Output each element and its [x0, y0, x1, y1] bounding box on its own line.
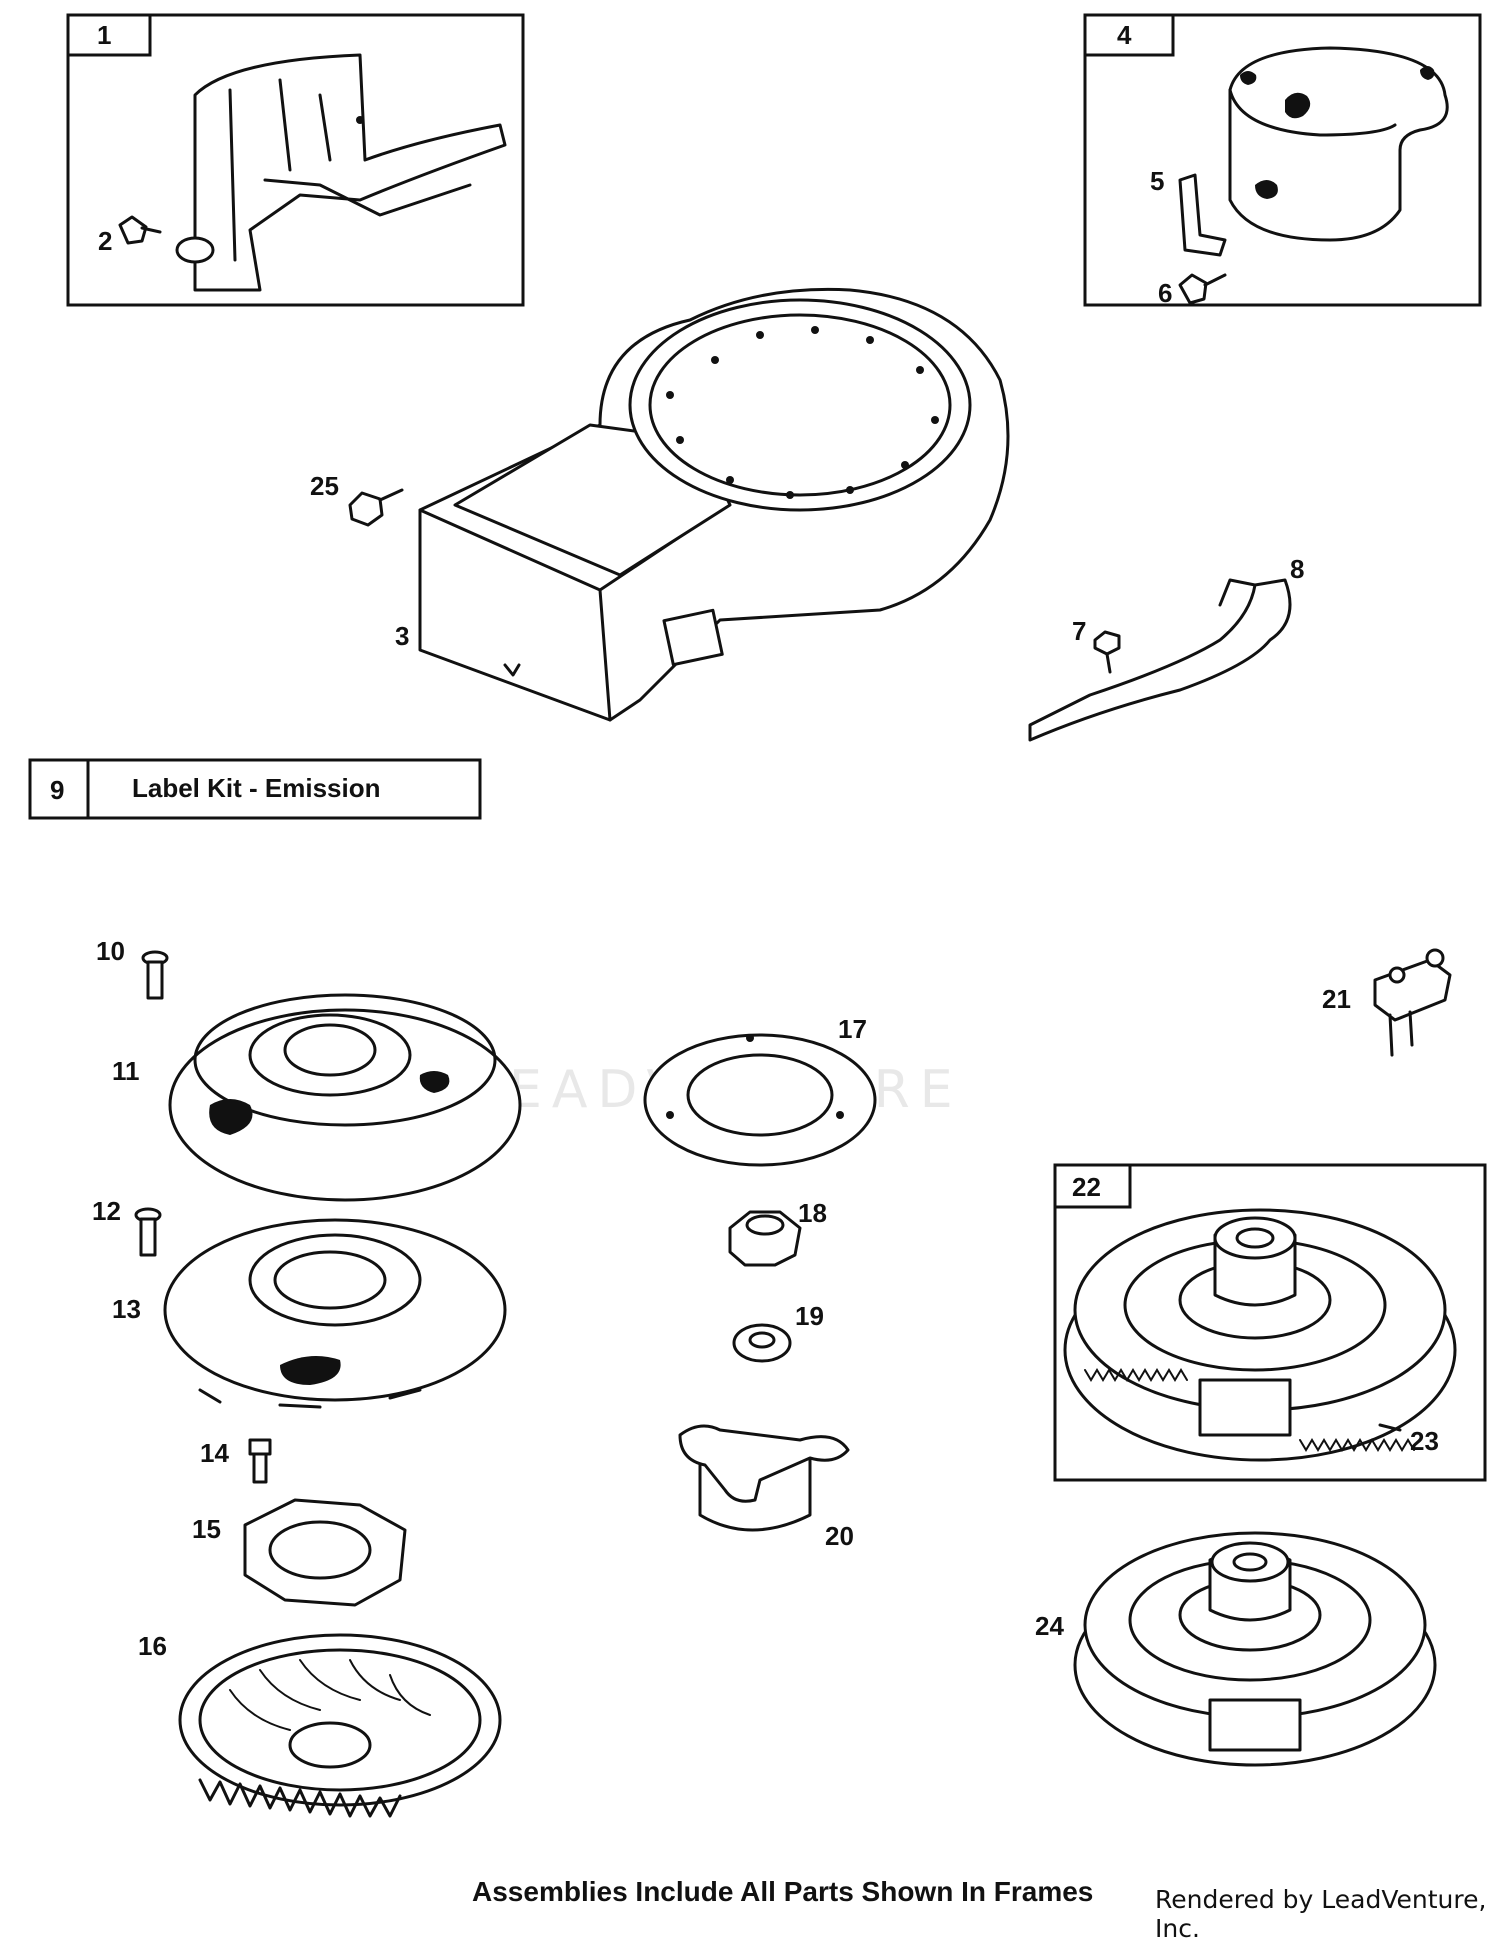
part-3-blower-housing: [418, 287, 1010, 722]
callout-21: 21: [1322, 984, 1351, 1014]
part-13-retainer: [163, 1218, 507, 1409]
part-10-screw: [141, 950, 169, 1000]
part-11-screen: [168, 993, 522, 1202]
callout-25: 25: [310, 471, 339, 501]
callout-15: 15: [192, 1514, 221, 1544]
callout-3: 3: [395, 621, 409, 651]
callout-19: 19: [795, 1301, 824, 1331]
part-17-plate: [643, 1033, 877, 1167]
frame-22: 22 23: [1053, 1163, 1487, 1482]
part-24-flywheel: [1073, 1531, 1437, 1767]
label-kit-box: 9 Label Kit - Emission: [28, 758, 482, 820]
part-12-screw: [134, 1207, 162, 1257]
part-2-screw: [118, 215, 162, 245]
part-1-deflector: [175, 53, 507, 292]
callout-16: 16: [138, 1631, 167, 1661]
callout-6: 6: [1158, 278, 1172, 308]
part-25-screw: [348, 488, 404, 527]
part-14-screw: [248, 1438, 272, 1484]
callout-20: 20: [825, 1521, 854, 1551]
callout-12: 12: [92, 1196, 121, 1226]
footer-note: Assemblies Include All Parts Shown In Fr…: [472, 1876, 1094, 1907]
part-15-starter-cup: [243, 1498, 407, 1607]
part-4-cover: [1228, 46, 1449, 242]
callout-17: 17: [838, 1014, 867, 1044]
callout-23: 23: [1410, 1426, 1439, 1456]
part-19-washer: [732, 1323, 792, 1363]
frame-22-number: 22: [1072, 1172, 1101, 1202]
callout-13: 13: [112, 1294, 141, 1324]
part-16-fan: [178, 1633, 502, 1818]
callout-8: 8: [1290, 554, 1304, 584]
label-kit-text: Label Kit - Emission: [132, 773, 381, 803]
part-21-terminal: [1373, 948, 1452, 1057]
part-6-screw: [1178, 273, 1227, 305]
part-7-screw: [1093, 630, 1121, 674]
callout-7: 7: [1072, 616, 1086, 646]
callout-18: 18: [798, 1198, 827, 1228]
part-23-flywheel: [1063, 1208, 1457, 1462]
callout-2: 2: [98, 226, 112, 256]
callout-24: 24: [1035, 1611, 1064, 1641]
part-18-nut: [728, 1210, 802, 1267]
part-20-cup: [678, 1424, 850, 1532]
frame-1: 1 2: [66, 13, 525, 307]
part-8-baffle: [1028, 578, 1292, 742]
callout-11: 11: [112, 1056, 140, 1086]
frame-1-number: 1: [97, 20, 111, 50]
part-5-bracket: [1178, 173, 1227, 257]
frame-4: 4 5 6: [1083, 13, 1482, 308]
render-credit: Rendered by LeadVenture, Inc.: [1155, 1885, 1487, 1943]
callout-5: 5: [1150, 166, 1164, 196]
label-kit-number: 9: [50, 775, 64, 805]
callout-10: 10: [96, 936, 125, 966]
callout-14: 14: [200, 1438, 229, 1468]
frame-4-number: 4: [1117, 20, 1132, 50]
